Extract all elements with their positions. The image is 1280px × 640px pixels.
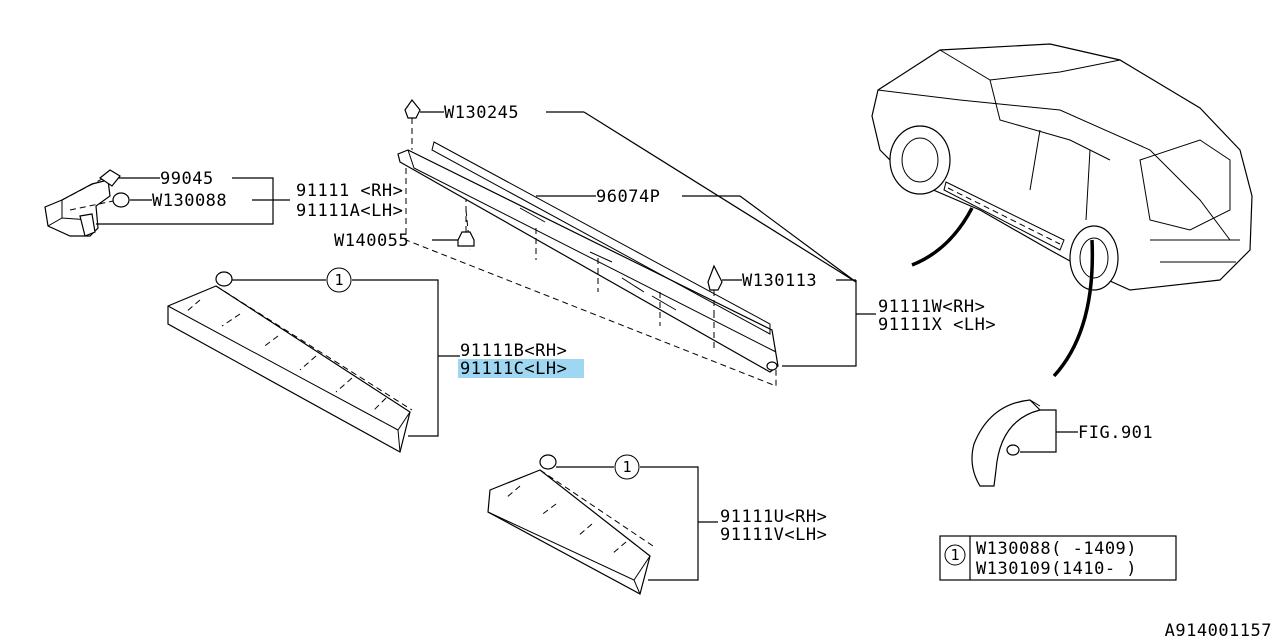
label-w130113: W130113 <box>742 271 817 291</box>
label-w140055: W140055 <box>334 231 409 251</box>
label-w130245: W130245 <box>444 103 519 123</box>
legend-box: 1 W130088( -1409) W130109(1410- ) <box>939 535 1177 581</box>
legend-row-1: W130088( -1409) <box>976 539 1137 559</box>
label-91111a: 91111A<LH> <box>296 201 403 221</box>
label-91111b: 91111B<RH> <box>460 341 567 361</box>
label-91111x: 91111X <LH> <box>878 315 996 335</box>
clip-w130245-icon <box>404 98 421 150</box>
legend-marker: 1 <box>950 546 959 564</box>
label-96074p: 96074P <box>596 187 660 207</box>
bracket-part-91111 <box>44 177 119 237</box>
cover-part-91111b <box>167 271 413 453</box>
side-sill-cover <box>397 141 779 387</box>
label-w130088: W130088 <box>152 191 227 211</box>
clip-w130113-icon <box>707 264 723 312</box>
mudguard-part <box>971 399 1042 487</box>
clip-w140055-icon <box>457 200 475 247</box>
figure-code: A914001157 <box>1165 621 1272 640</box>
vehicle-illustration <box>871 43 1253 378</box>
label-fig901: FIG.901 <box>1078 423 1153 443</box>
callout-circle-1-bottom: 1 <box>614 454 640 480</box>
highlight-91111c <box>458 359 584 378</box>
label-91111w: 91111W<RH> <box>878 297 985 317</box>
label-99045: 99045 <box>160 169 214 189</box>
callout-circle-1: 1 <box>326 267 352 293</box>
svg-text:1: 1 <box>622 458 631 476</box>
clip-w130088-icon <box>112 192 130 208</box>
cover-part-91111u <box>487 454 657 595</box>
label-91111c: 91111C<LH> <box>460 359 567 379</box>
legend-row-2: W130109(1410- ) <box>976 559 1137 579</box>
label-91111u: 91111U<RH> <box>720 507 827 527</box>
label-91111: 91111 <RH> <box>296 181 403 201</box>
svg-text:1: 1 <box>334 271 343 289</box>
clip-99045-icon <box>98 169 121 187</box>
label-91111v: 91111V<LH> <box>720 525 827 545</box>
